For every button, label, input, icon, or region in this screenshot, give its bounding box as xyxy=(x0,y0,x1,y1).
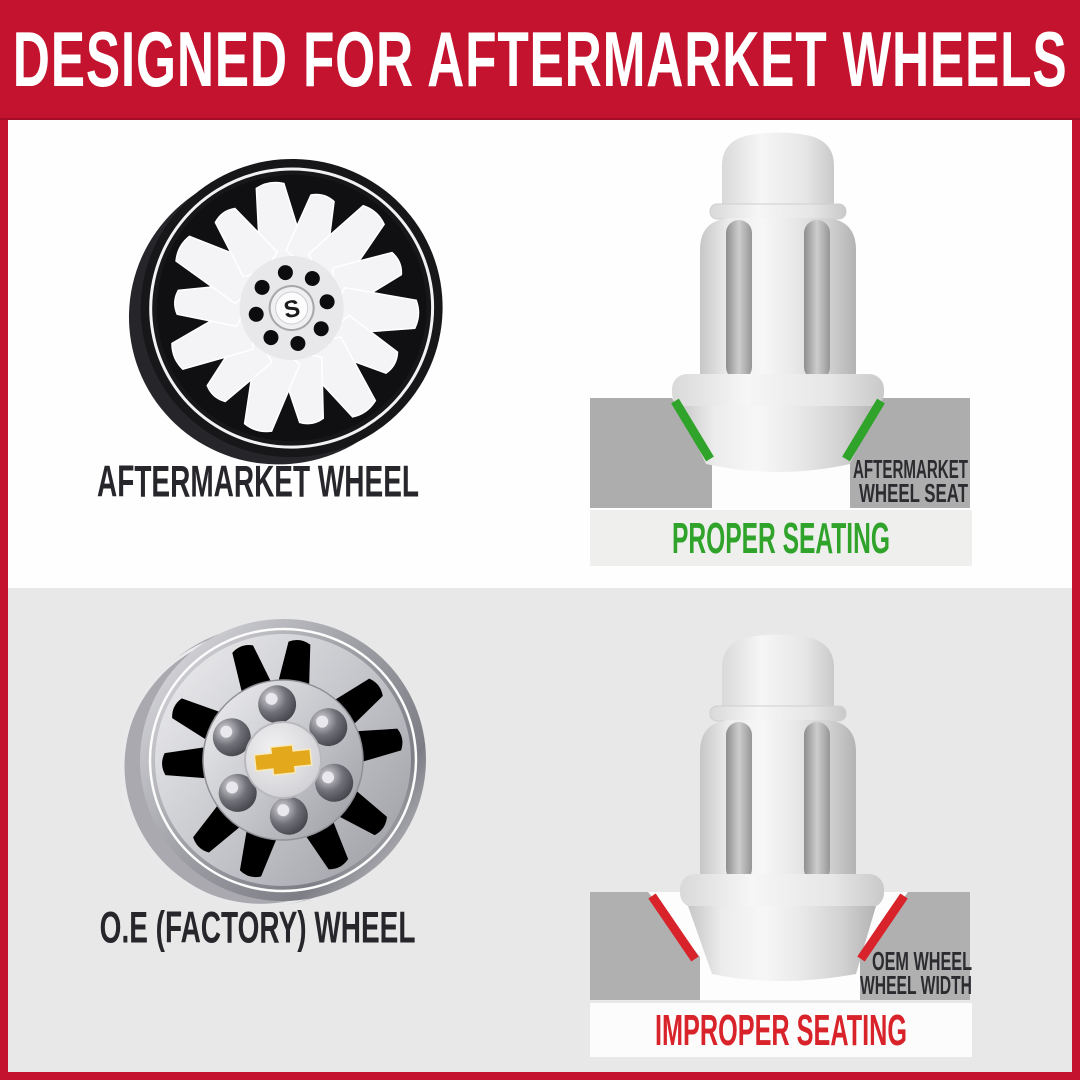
improper-seating-diagram: OEM WHEEL WHEEL WIDTH IMPROPER SEATING xyxy=(590,634,972,1057)
seat-contact-line-right xyxy=(842,398,885,462)
lug-nut-shoulder xyxy=(672,374,884,408)
lug-nut-taper-seat xyxy=(688,906,876,981)
caption-strip xyxy=(590,1003,972,1057)
seat-gap-line-left xyxy=(648,893,699,962)
aftermarket-panel: S AFTERMARKET WHEEL xyxy=(8,120,1072,588)
lug-nut-cap xyxy=(722,132,834,212)
proper-seating-diagram: AFTERMARKET WHEEL SEAT PROPER SEATING xyxy=(590,132,972,566)
improper-seating-caption: IMPROPER SEATING xyxy=(655,1006,907,1055)
lug-nut-shoulder xyxy=(680,874,884,908)
wheel-section-left-block xyxy=(590,398,712,508)
aftermarket-wheel-label: AFTERMARKET WHEEL xyxy=(97,457,419,507)
aftermarket-wheel-image: S xyxy=(128,158,443,465)
seat-annotation-line2: WHEEL SEAT xyxy=(859,478,968,508)
caption-strip xyxy=(590,510,972,566)
chevrolet-bowtie-icon xyxy=(253,744,313,776)
proper-seating-caption: PROPER SEATING xyxy=(672,514,890,563)
lug-nut-taper-seat xyxy=(678,406,878,472)
wheel-section-left-block xyxy=(590,892,700,1000)
seat-annotation-line1: AFTERMARKET xyxy=(853,454,968,484)
lug-nut-cap xyxy=(722,634,834,714)
center-cap-logo: S xyxy=(282,295,302,324)
seat-annotation-line2: WHEEL WIDTH xyxy=(860,970,972,1000)
spline-flute xyxy=(726,220,752,380)
oe-wheel-label: O.E (FACTORY) WHEEL xyxy=(100,903,416,953)
spline-flute xyxy=(726,722,752,882)
lug-nut-illustration xyxy=(680,634,884,981)
lug-holes xyxy=(248,265,335,351)
header-banner: DESIGNED FOR AFTERMARKET WHEELS xyxy=(0,0,1080,120)
spline-flute xyxy=(804,220,830,380)
wheel-section-right-block xyxy=(850,398,970,508)
oe-wheel-image xyxy=(120,618,426,907)
lug-nut-body xyxy=(700,218,856,380)
seat-annotation-line1: OEM WHEEL xyxy=(872,946,972,976)
lug-nut-body xyxy=(700,720,856,880)
oe-factory-panel: O.E (FACTORY) WHEEL xyxy=(8,588,1072,1072)
spline-flute xyxy=(804,722,830,882)
lug-nuts xyxy=(212,685,354,835)
lug-nut-illustration xyxy=(672,132,884,472)
content-area: S AFTERMARKET WHEEL xyxy=(8,120,1072,1072)
seat-gap-line-right xyxy=(857,893,908,962)
seat-contact-line-left xyxy=(671,398,714,462)
wheel-section-right-block xyxy=(860,892,970,1000)
banner-title: DESIGNED FOR AFTERMARKET WHEELS xyxy=(12,15,1068,103)
